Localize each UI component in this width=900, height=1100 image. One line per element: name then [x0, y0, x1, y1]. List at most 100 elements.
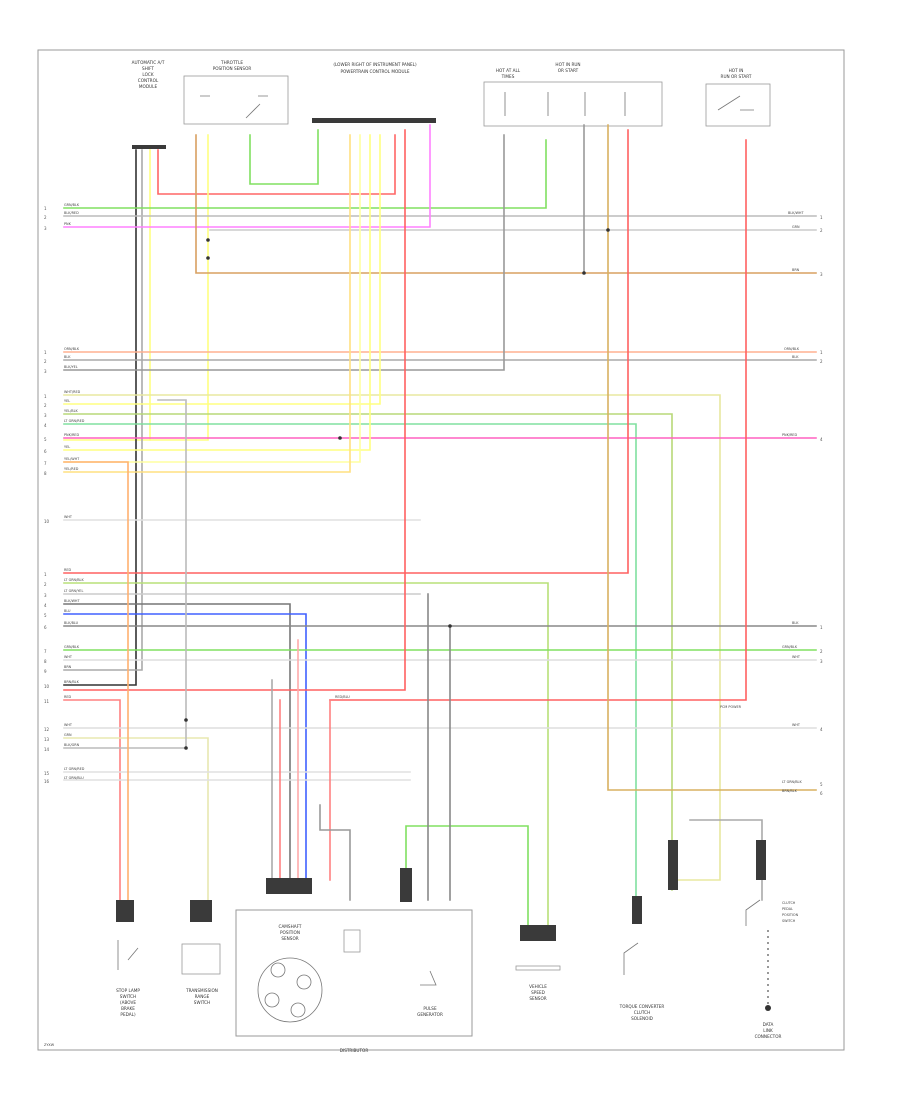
- svg-text:SWITCH: SWITCH: [782, 919, 796, 923]
- wire-label: PNK/RED: [782, 433, 797, 437]
- distributor: CAMSHAFT POSITION SENSOR PULSE GENERATOR…: [235, 909, 473, 1053]
- wire-label: LT GRN/YEL: [64, 589, 83, 593]
- wire-label: GRN: [64, 733, 72, 737]
- diagram-frame: [37, 49, 845, 1051]
- wires: [63, 124, 817, 931]
- left-wire-labels: GRN/BLK BLK/RED PNK ORN/BLK BLK BLK/YEL …: [64, 203, 350, 780]
- wire-yel-4: [63, 134, 371, 451]
- wire-label: GRN: [792, 225, 800, 229]
- shift-lock-label-5: MODULE: [139, 84, 158, 89]
- svg-text:9: 9: [44, 669, 47, 674]
- svg-text:3: 3: [820, 659, 823, 664]
- svg-text:5: 5: [44, 613, 47, 618]
- wire-label: RED/BLU: [335, 695, 350, 699]
- wire-label: LT GRN/BLK: [64, 578, 84, 582]
- svg-text:PULSE: PULSE: [423, 1006, 437, 1011]
- wire-data-link: [689, 819, 763, 901]
- wire-label: PNK/RED: [64, 433, 79, 437]
- svg-text:14: 14: [44, 747, 50, 752]
- wire-label: LT GRN/RED: [64, 419, 85, 423]
- svg-text:6: 6: [820, 791, 823, 796]
- transmission-range-switch: TRANSMISSION RANGE SWITCH: [181, 943, 221, 1005]
- svg-text:RANGE: RANGE: [195, 994, 210, 999]
- fuse-center-label-2: OR START: [558, 68, 579, 73]
- svg-text:3: 3: [44, 369, 47, 374]
- wire-label: RED: [64, 695, 71, 699]
- svg-text:SWITCH: SWITCH: [120, 994, 136, 999]
- wire-label: BLK: [792, 621, 799, 625]
- svg-text:PEDAL): PEDAL): [120, 1012, 136, 1017]
- right-pin-numbers: 123 124 123 456: [820, 215, 823, 796]
- fuse-box: HOT AT ALL TIMES HOT IN RUN OR START: [483, 62, 663, 127]
- svg-text:PEDAL: PEDAL: [782, 907, 793, 911]
- svg-text:TORQUE CONVERTER: TORQUE CONVERTER: [619, 1004, 665, 1009]
- svg-text:4: 4: [44, 423, 47, 428]
- svg-text:GENERATOR: GENERATOR: [417, 1012, 443, 1017]
- svg-text:CLUTCH: CLUTCH: [782, 901, 796, 905]
- svg-text:1: 1: [44, 394, 47, 399]
- svg-text:LINK: LINK: [763, 1028, 773, 1033]
- wire-label: WHT: [64, 723, 73, 727]
- svg-text:POSITION: POSITION: [280, 930, 300, 935]
- wire-red-4: [63, 699, 121, 901]
- wire-grn-blk-h: [63, 139, 547, 209]
- svg-text:2: 2: [820, 649, 823, 654]
- wire-yel-blk: [63, 413, 673, 891]
- ignition-label-1: HOT IN: [729, 68, 744, 73]
- splices: [184, 228, 610, 750]
- wire-label: BLU: [64, 609, 71, 613]
- wire-label: WHT: [64, 655, 73, 659]
- bottom-connectors: [116, 840, 766, 941]
- data-link-connector: CLUTCH PEDAL POSITION SWITCH DATA LINK C…: [745, 899, 799, 1039]
- fuse-center-label-1: HOT IN RUN: [555, 62, 580, 67]
- ignition-contact: [717, 95, 754, 111]
- svg-text:1: 1: [820, 350, 823, 355]
- wire-label: ORN/BLK: [784, 347, 800, 351]
- wire-label: BLK/GRN: [64, 743, 80, 747]
- wire-ltgrn-red: [63, 423, 637, 901]
- svg-text:6: 6: [44, 449, 47, 454]
- svg-text:10: 10: [44, 519, 50, 524]
- tcc-solenoid: TORQUE CONVERTER CLUTCH SOLENOID: [619, 942, 665, 1021]
- ignition-switch: HOT IN RUN OR START: [705, 68, 771, 127]
- distributor-label: DISTRIBUTOR: [340, 1048, 369, 1053]
- shift-lock-label-3: LOCK: [142, 72, 153, 77]
- wire-label: GRN/BLK: [64, 645, 80, 649]
- pcm-label-1: (LOWER RIGHT OF INSTRUMENT PANEL): [333, 62, 417, 67]
- svg-text:2: 2: [44, 403, 47, 408]
- svg-text:2: 2: [44, 215, 47, 220]
- wire-label: ORN/BLK: [64, 347, 80, 351]
- wire-label: BRN/BLK: [782, 789, 798, 793]
- svg-text:SWITCH: SWITCH: [194, 1000, 210, 1005]
- svg-text:1: 1: [820, 215, 823, 220]
- wire-label: WHT: [792, 723, 801, 727]
- svg-text:3: 3: [44, 413, 47, 418]
- wire-label: BLK: [792, 355, 799, 359]
- wire-grn-vss: [405, 825, 529, 931]
- svg-text:(ABOVE: (ABOVE: [120, 1000, 136, 1005]
- svg-text:SOLENOID: SOLENOID: [631, 1016, 653, 1021]
- wire-label: LT GRN/RED: [64, 767, 85, 771]
- wire-red-3: [63, 129, 406, 691]
- svg-text:DATA: DATA: [763, 1022, 774, 1027]
- wire-label: BRN: [792, 268, 800, 272]
- wire-yel-wht: [63, 134, 361, 463]
- wire-blu: [63, 613, 307, 881]
- wire-label: BLK/YEL: [64, 365, 78, 369]
- pcm-power-label: PCM POWER: [720, 705, 742, 709]
- svg-text:7: 7: [44, 649, 47, 654]
- fuse-left-label-2: TIMES: [501, 74, 515, 79]
- stop-lamp-switch: STOP LAMP SWITCH (ABOVE BRAKE PEDAL): [116, 940, 140, 1017]
- svg-text:1: 1: [44, 350, 47, 355]
- wire-blk-wht: [63, 603, 291, 881]
- ignition-label-2: RUN OR START: [721, 74, 752, 79]
- fuse-left-label-1: HOT AT ALL: [496, 68, 521, 73]
- svg-text:15: 15: [44, 771, 50, 776]
- svg-text:POSITION: POSITION: [782, 913, 799, 917]
- svg-text:STOP LAMP: STOP LAMP: [116, 988, 140, 993]
- throttle-label-2: POSITION SENSOR: [213, 66, 252, 71]
- svg-text:CONNECTOR: CONNECTOR: [755, 1034, 782, 1039]
- wire-dist: [319, 804, 351, 901]
